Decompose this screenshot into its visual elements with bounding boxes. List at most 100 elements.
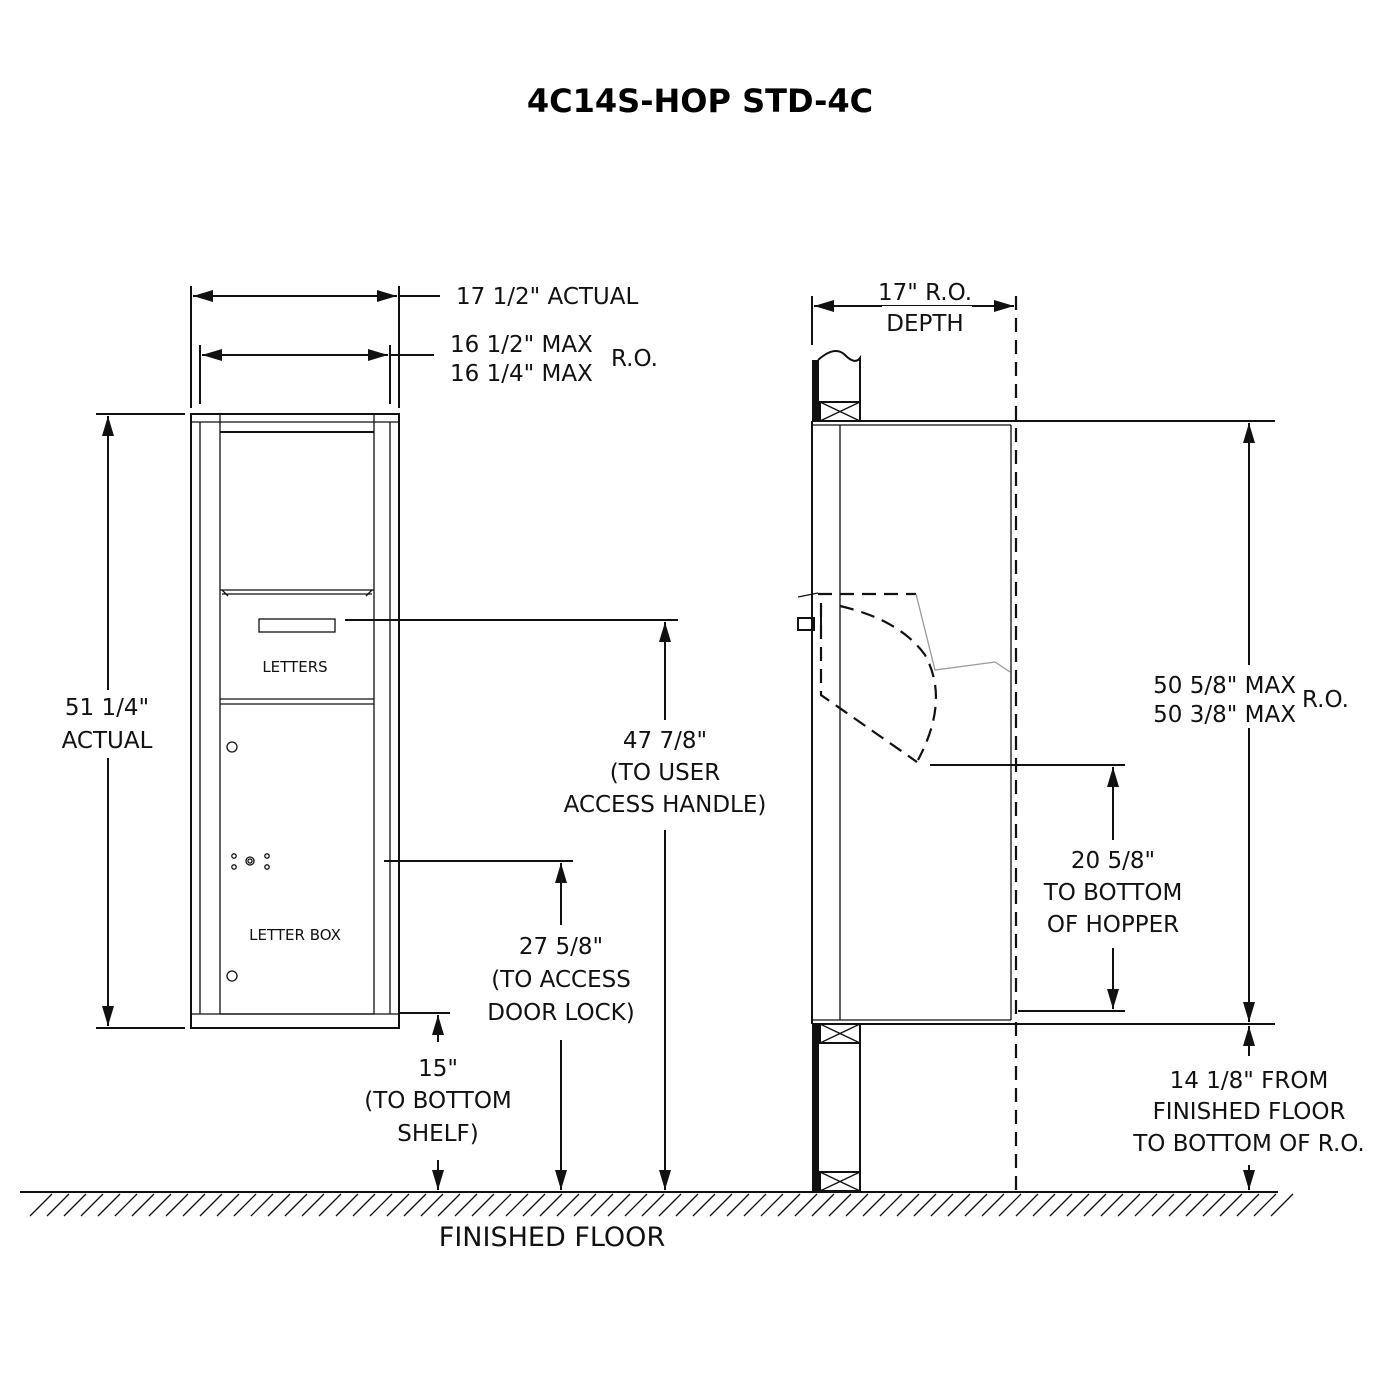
letters-label: LETTERS bbox=[262, 658, 327, 676]
stud-block bbox=[819, 401, 861, 422]
floor-hatch bbox=[131, 1193, 155, 1217]
lock-dim-text: DOOR LOCK) bbox=[487, 1000, 634, 1026]
floor-hatch bbox=[828, 1193, 852, 1217]
floor-hatch bbox=[522, 1193, 546, 1217]
floor-hatch bbox=[658, 1193, 682, 1217]
actual-height-value: 51 1/4" bbox=[65, 695, 149, 721]
ro-label: R.O. bbox=[611, 346, 658, 372]
floor-hatch bbox=[1049, 1193, 1073, 1217]
floor-hatch bbox=[1202, 1193, 1226, 1217]
floor-hatch bbox=[845, 1193, 869, 1217]
hopper-dim-text: OF HOPPER bbox=[1047, 912, 1179, 938]
floor-hatch bbox=[1100, 1193, 1124, 1217]
floor-hatch bbox=[1066, 1193, 1090, 1217]
floor-dim-text: FINISHED FLOOR bbox=[1153, 1099, 1346, 1125]
hopper-dim-value: 20 5/8" bbox=[1071, 848, 1155, 874]
floor-hatch bbox=[913, 1193, 937, 1217]
floor-hatch bbox=[29, 1193, 53, 1217]
floor-hatch bbox=[1219, 1193, 1243, 1217]
floor-hatch bbox=[641, 1193, 665, 1217]
handle-dim-text: ACCESS HANDLE) bbox=[564, 792, 767, 818]
hopper-dim-text: TO BOTTOM bbox=[1043, 880, 1183, 906]
floor-hatch bbox=[539, 1193, 563, 1217]
floor-hatch bbox=[505, 1193, 529, 1217]
floor-hatch bbox=[318, 1193, 342, 1217]
floor-hatch bbox=[777, 1193, 801, 1217]
hopper bbox=[797, 592, 1011, 763]
letter-box-label: LETTER BOX bbox=[249, 926, 341, 944]
floor-hatch bbox=[488, 1193, 512, 1217]
handle-dim-value: 47 7/8" bbox=[623, 728, 707, 754]
floor-hatch bbox=[369, 1193, 393, 1217]
floor-hatch bbox=[1168, 1193, 1192, 1217]
ro-width-max-1: 16 1/2" MAX bbox=[450, 332, 593, 358]
lock-icon bbox=[231, 853, 270, 870]
floor-label: FINISHED FLOOR bbox=[439, 1222, 665, 1253]
depth-label: DEPTH bbox=[886, 311, 963, 337]
depth-value: 17" R.O. bbox=[878, 280, 972, 306]
floor-hatch bbox=[964, 1193, 988, 1217]
side-view: 17" R.O. DEPTH 50 5/8" MAX 50 3/8" MAX R… bbox=[797, 280, 1365, 1192]
floor-hatch bbox=[80, 1193, 104, 1217]
floor-hatch bbox=[998, 1193, 1022, 1217]
floor-hatch bbox=[811, 1193, 835, 1217]
hinge-icon bbox=[226, 741, 238, 753]
floor-hatch bbox=[590, 1193, 614, 1217]
front-view: LETTERS LETTER BOX 17 1/2" ACTUAL 16 1/2… bbox=[62, 284, 767, 1190]
floor-hatch bbox=[981, 1193, 1005, 1217]
floor-hatch bbox=[199, 1193, 223, 1217]
floor-hatch bbox=[1083, 1193, 1107, 1217]
shelf-dim-value: 15" bbox=[418, 1056, 458, 1082]
floor-hatch bbox=[794, 1193, 818, 1217]
actual-height-label: ACTUAL bbox=[62, 728, 153, 754]
floor-hatch bbox=[284, 1193, 308, 1217]
handle-dim-text: (TO USER bbox=[610, 760, 720, 786]
drawing-title: 4C14S-HOP STD-4C bbox=[527, 82, 873, 120]
floor-hatch bbox=[556, 1193, 580, 1217]
floor-hatch bbox=[879, 1193, 903, 1217]
wall-break bbox=[817, 350, 861, 421]
floor-hatch bbox=[182, 1193, 206, 1217]
floor-hatch bbox=[1236, 1193, 1260, 1217]
shelf-dim-text: (TO BOTTOM bbox=[364, 1088, 512, 1114]
floor-hatch bbox=[216, 1193, 240, 1217]
floor-hatch bbox=[97, 1193, 121, 1217]
floor-hatch bbox=[250, 1193, 274, 1217]
floor-hatch bbox=[267, 1193, 291, 1217]
ro-width-max-2: 16 1/4" MAX bbox=[450, 361, 593, 387]
floor-hatch bbox=[1032, 1193, 1056, 1217]
floor-hatch bbox=[114, 1193, 138, 1217]
stud-block bbox=[819, 1023, 861, 1044]
floor-hatch bbox=[1117, 1193, 1141, 1217]
floor-hatch bbox=[1253, 1193, 1277, 1217]
mail-slot bbox=[258, 618, 336, 633]
floor-hatch bbox=[471, 1193, 495, 1217]
floor-hatch bbox=[760, 1193, 784, 1217]
floor-hatch bbox=[624, 1193, 648, 1217]
floor-hatch bbox=[930, 1193, 954, 1217]
floor-hatch bbox=[743, 1193, 767, 1217]
shelf-dim-text: SHELF) bbox=[397, 1121, 478, 1147]
floor-hatch bbox=[437, 1193, 461, 1217]
floor-hatch bbox=[947, 1193, 971, 1217]
door-panel bbox=[219, 413, 375, 1015]
floor-hatch bbox=[1151, 1193, 1175, 1217]
letter-flap bbox=[220, 589, 374, 597]
ro-height-max-2: 50 3/8" MAX bbox=[1153, 702, 1296, 728]
floor-hatch bbox=[607, 1193, 631, 1217]
floor-hatch bbox=[335, 1193, 359, 1217]
floor-hatch bbox=[454, 1193, 478, 1217]
floor-hatch bbox=[862, 1193, 886, 1217]
hinge-icon bbox=[226, 970, 238, 982]
ro-height-max-1: 50 5/8" MAX bbox=[1153, 673, 1296, 699]
floor-hatch bbox=[386, 1193, 410, 1217]
floor-hatch bbox=[726, 1193, 750, 1217]
floor-hatch bbox=[692, 1193, 716, 1217]
floor-hatch bbox=[403, 1193, 427, 1217]
floor-hatch bbox=[165, 1193, 189, 1217]
floor-dim-text: TO BOTTOM OF R.O. bbox=[1132, 1131, 1365, 1157]
ro-height-label: R.O. bbox=[1302, 687, 1349, 713]
floor-hatch bbox=[301, 1193, 325, 1217]
floor-hatch bbox=[420, 1193, 444, 1217]
floor-hatch bbox=[573, 1193, 597, 1217]
